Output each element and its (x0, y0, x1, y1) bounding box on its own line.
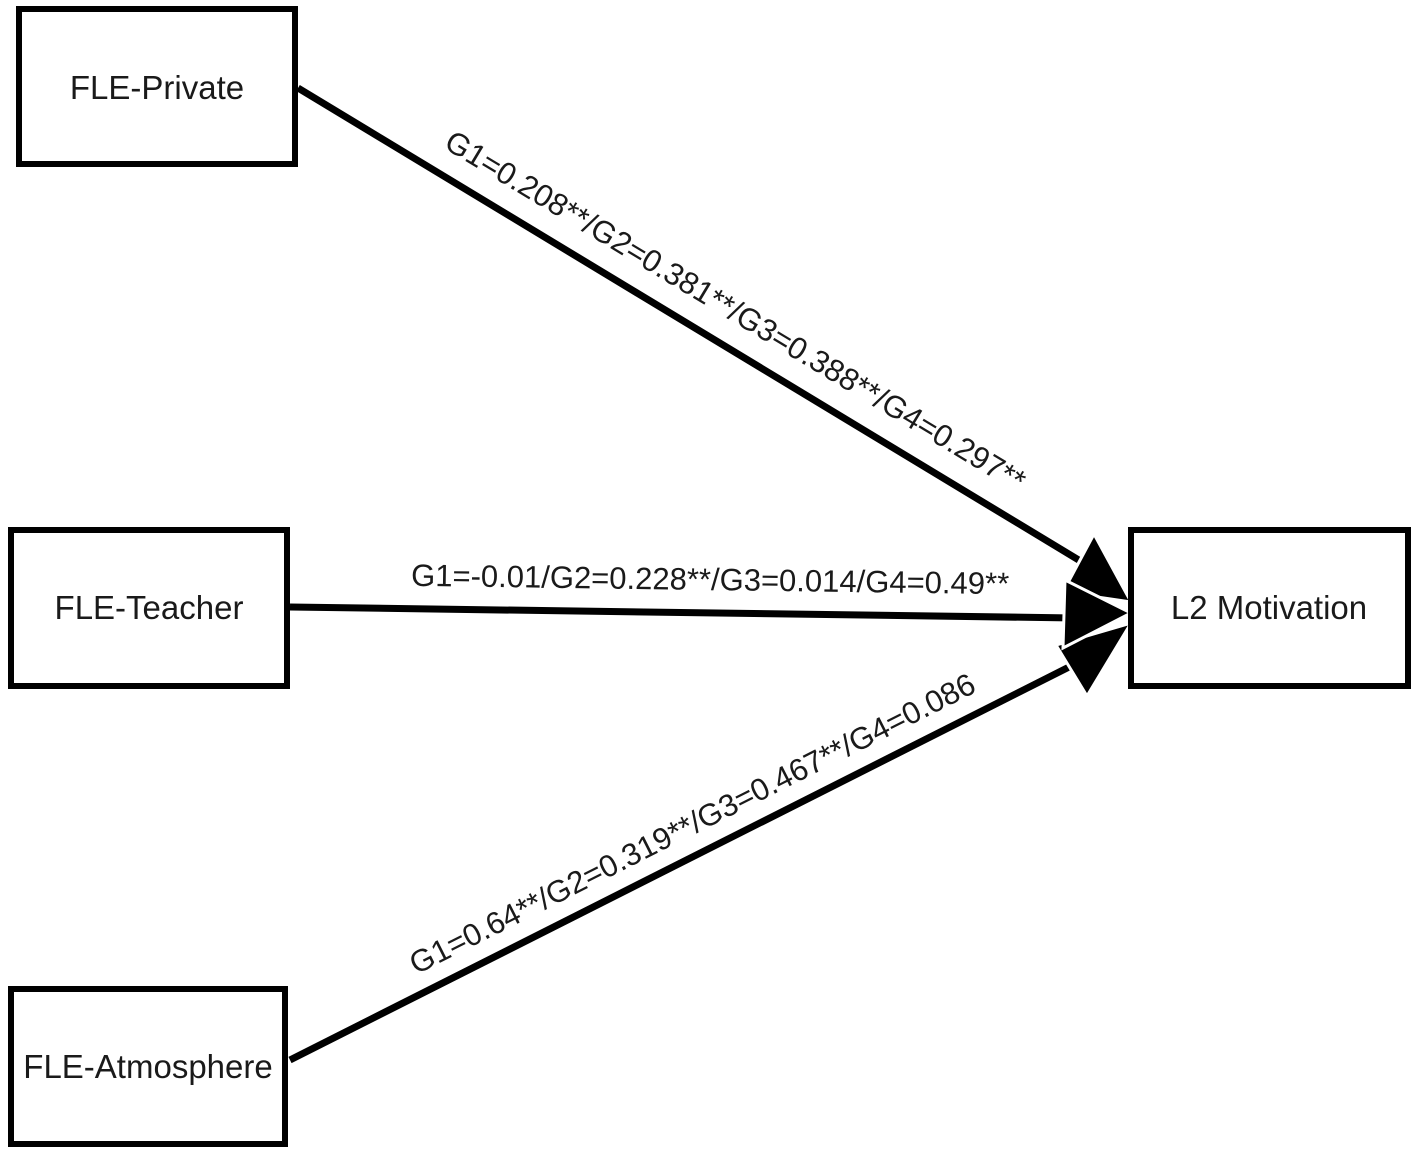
arrowhead-teacher (1061, 577, 1135, 651)
node-label-fle-atmosphere: FLE-Atmosphere (23, 1048, 272, 1085)
node-label-l2-motivation: L2 Motivation (1171, 589, 1367, 626)
node-fle-private: FLE-Private (16, 6, 298, 167)
edge-label-atmosphere-to-motivation: G1=0.64**/G2=0.319**/G3=0.467**/G4=0.086 (404, 666, 981, 981)
edge-label-private-to-motivation: G1=0.208**/G2=0.381**/G3=0.388**/G4=0.29… (439, 123, 1032, 498)
edge-label-teacher-to-motivation: G1=-0.01/G2=0.228**/G3=0.014/G4=0.49** (411, 558, 1010, 601)
node-label-fle-teacher: FLE-Teacher (55, 589, 244, 626)
edge-private-to-motivation (296, 85, 1084, 565)
node-fle-atmosphere: FLE-Atmosphere (8, 986, 288, 1147)
edge-atmosphere-to-motivation (288, 660, 1077, 1064)
node-l2-motivation: L2 Motivation (1128, 527, 1411, 689)
node-label-fle-private: FLE-Private (70, 69, 244, 106)
node-fle-teacher: FLE-Teacher (8, 527, 290, 689)
edge-teacher-to-motivation (289, 603, 1076, 622)
